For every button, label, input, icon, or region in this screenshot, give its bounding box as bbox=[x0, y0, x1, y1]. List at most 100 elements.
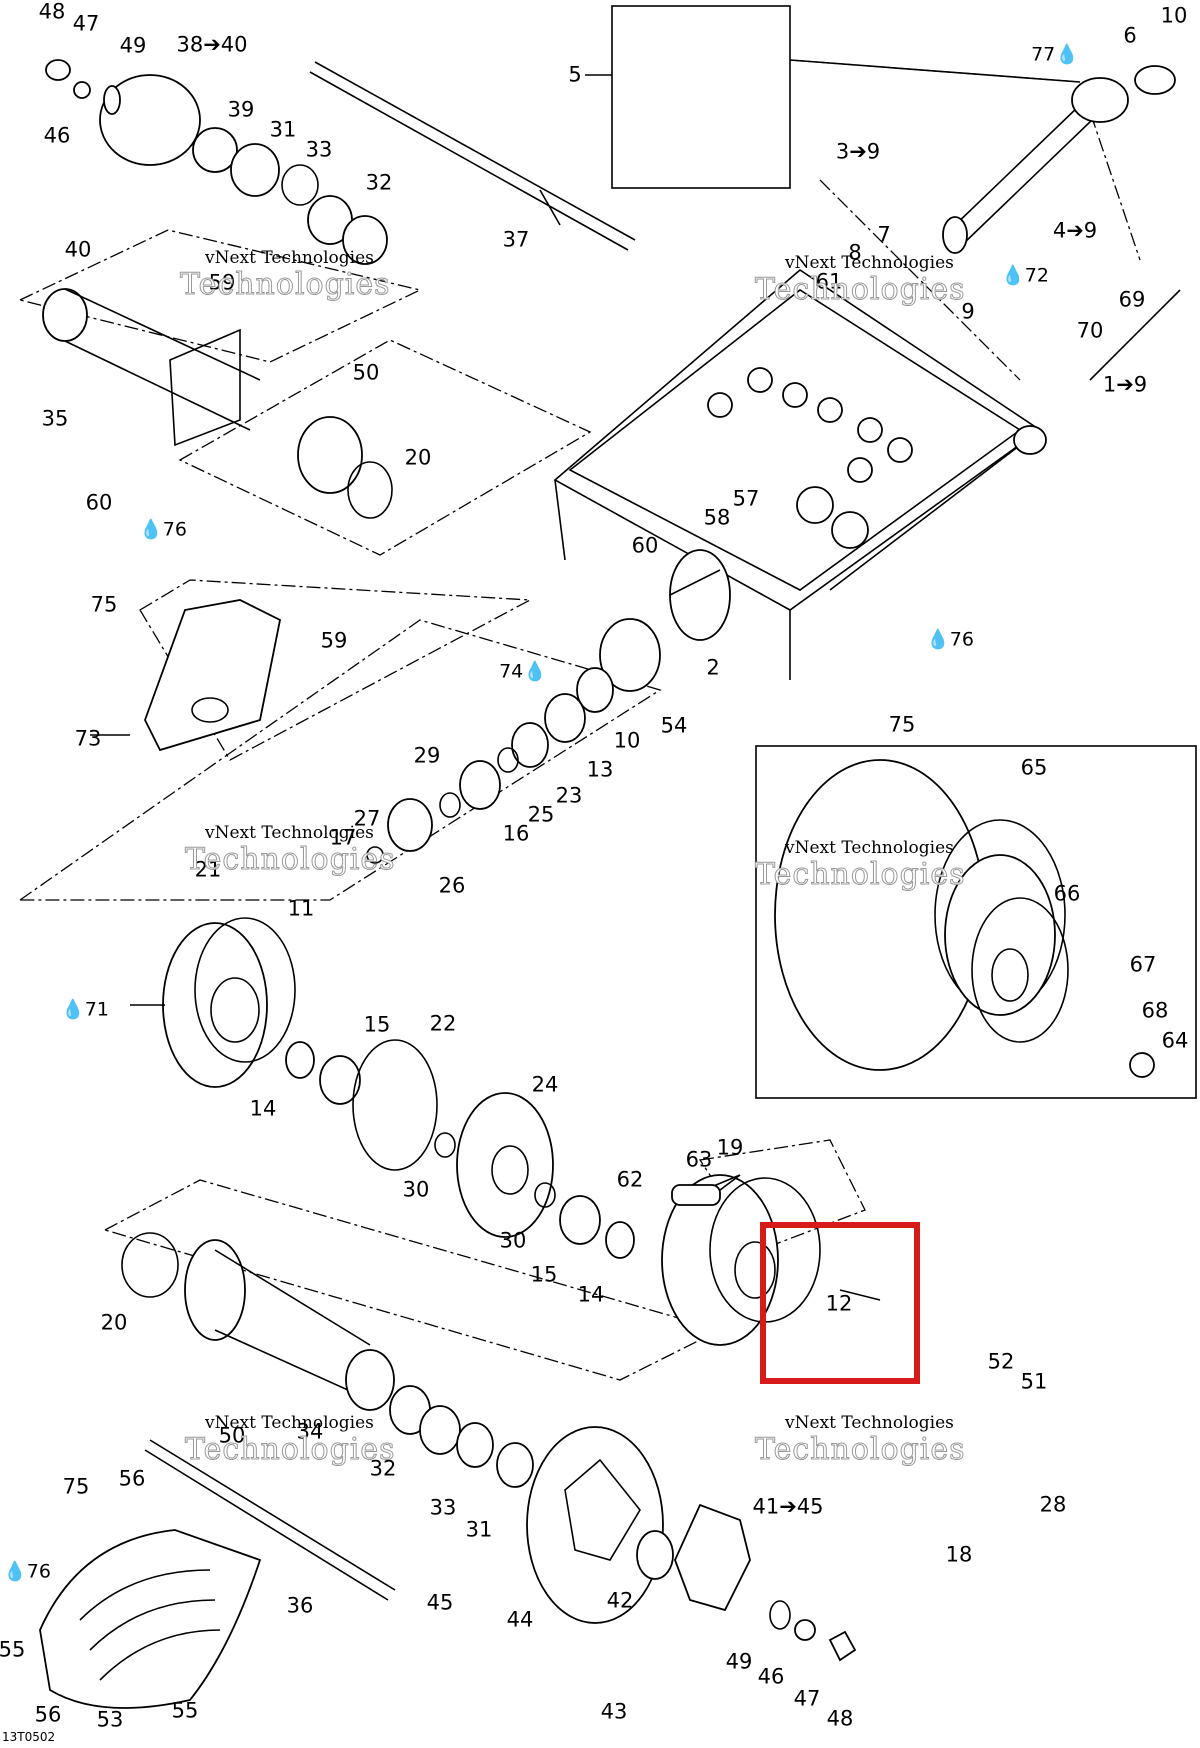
callout-55-b: 55 bbox=[171, 1698, 199, 1723]
callout-61: 61 bbox=[815, 269, 843, 294]
callout-43: 43 bbox=[600, 1699, 628, 1724]
bracket bbox=[144, 599, 282, 752]
hub-housing bbox=[162, 917, 456, 1171]
callout-34: 34 bbox=[296, 1419, 324, 1444]
callout-75-b: 75 bbox=[888, 712, 916, 737]
outline-upper-bearing bbox=[18, 229, 422, 363]
callout-53: 53 bbox=[96, 1707, 124, 1732]
callout-19: 19 bbox=[716, 1135, 744, 1160]
callout-58: 58 bbox=[703, 505, 731, 530]
skid-plate bbox=[39, 1529, 262, 1709]
callout-67: 67 bbox=[1129, 952, 1157, 977]
callout-56-b: 56 bbox=[34, 1702, 62, 1727]
callout-47: 47 bbox=[72, 11, 100, 36]
callout-30: 30 bbox=[402, 1177, 430, 1202]
callout-48: 48 bbox=[38, 0, 66, 24]
callout-68: 68 bbox=[1141, 998, 1169, 1023]
callout-3-9: 3➔9 bbox=[835, 139, 881, 164]
watermark-text-4: vNext Technologies bbox=[785, 838, 954, 858]
callout-20-b: 20 bbox=[100, 1310, 128, 1335]
watermark-text: vNext Technologies bbox=[205, 248, 374, 268]
callout-8: 8 bbox=[848, 240, 862, 265]
callout-60-b: 60 bbox=[631, 533, 659, 558]
callout-51: 51 bbox=[1020, 1369, 1048, 1394]
callout-46-b: 46 bbox=[757, 1664, 785, 1689]
callout-15-b: 15 bbox=[530, 1262, 558, 1287]
callout-32: 32 bbox=[365, 170, 393, 195]
callout-73: 73 bbox=[74, 726, 102, 751]
callout-42: 42 bbox=[606, 1588, 634, 1613]
watermark-logo-5: Technologies bbox=[185, 1432, 396, 1467]
callout-23: 23 bbox=[555, 783, 583, 808]
callout-66: 66 bbox=[1053, 881, 1081, 906]
callout-60: 60 bbox=[85, 490, 113, 515]
callout-46: 46 bbox=[43, 123, 71, 148]
callout-6: 6 bbox=[1123, 23, 1137, 48]
callout-26: 26 bbox=[438, 873, 466, 898]
callout-38-40: 38➔40 bbox=[176, 32, 248, 57]
callout-62: 62 bbox=[616, 1167, 644, 1192]
callout-54: 54 bbox=[660, 713, 688, 738]
brake-disc bbox=[526, 1426, 664, 1624]
callout-17: 17 bbox=[329, 825, 357, 850]
callout-35: 35 bbox=[41, 406, 69, 431]
watermark-logo: Technologies bbox=[180, 267, 391, 302]
outline-upper-flange bbox=[178, 339, 592, 556]
callout-15: 15 bbox=[363, 1012, 391, 1037]
watermark-text-5: vNext Technologies bbox=[205, 1413, 374, 1433]
leader-lines bbox=[90, 59, 1181, 1301]
callout-33: 33 bbox=[305, 137, 333, 162]
callout-77: 77💧 bbox=[1031, 43, 1079, 66]
callout-76-c: 💧76 bbox=[3, 1560, 51, 1583]
callout-52: 52 bbox=[987, 1349, 1015, 1374]
watermark-logo-2: Technologies bbox=[755, 272, 966, 307]
callout-31-b: 31 bbox=[465, 1517, 493, 1542]
callout-48-b: 48 bbox=[826, 1706, 854, 1731]
outline-hub-top bbox=[17, 619, 662, 901]
callout-49: 49 bbox=[119, 33, 147, 58]
watermark-logo-3: Technologies bbox=[185, 842, 396, 877]
callout-44: 44 bbox=[506, 1607, 534, 1632]
watermark-text-3: vNext Technologies bbox=[205, 823, 374, 843]
callout-1-9: 1➔9 bbox=[1102, 372, 1148, 397]
callout-18: 18 bbox=[945, 1542, 973, 1567]
wheel-assembly bbox=[774, 759, 1155, 1078]
callout-37: 37 bbox=[502, 227, 530, 252]
callout-75-c: 75 bbox=[62, 1474, 90, 1499]
outline-bracket bbox=[139, 579, 533, 761]
callout-14: 14 bbox=[249, 1096, 277, 1121]
figure-id: 13T0502 bbox=[2, 1730, 56, 1744]
callout-7: 7 bbox=[877, 222, 891, 247]
highlight-box-part-12 bbox=[760, 1222, 920, 1384]
callout-12: 12 bbox=[825, 1291, 853, 1316]
callout-13: 13 bbox=[586, 757, 614, 782]
upper-left-parts bbox=[45, 59, 388, 265]
lower-axle-tube bbox=[121, 1232, 534, 1488]
callout-39: 39 bbox=[227, 97, 255, 122]
callout-10: 10 bbox=[1160, 3, 1188, 28]
callout-40: 40 bbox=[64, 237, 92, 262]
callout-29: 29 bbox=[413, 743, 441, 768]
callout-28: 28 bbox=[1039, 1492, 1067, 1517]
callout-36: 36 bbox=[286, 1593, 314, 1618]
outline-driveshaft-2 bbox=[819, 179, 1021, 381]
watermark-logo-6: Technologies bbox=[755, 1432, 966, 1467]
callout-56: 56 bbox=[118, 1466, 146, 1491]
callout-4-9: 4➔9 bbox=[1052, 218, 1098, 243]
universal-joint-inset-box bbox=[611, 5, 791, 189]
callout-27: 27 bbox=[353, 806, 381, 831]
callout-75: 75 bbox=[90, 592, 118, 617]
watermark-text-2: vNext Technologies bbox=[785, 253, 954, 273]
callout-55: 55 bbox=[0, 1637, 26, 1662]
callout-70: 70 bbox=[1076, 318, 1104, 343]
callout-47-b: 47 bbox=[793, 1686, 821, 1711]
lower-axle-shaft bbox=[144, 1439, 396, 1601]
disc-plate bbox=[456, 1092, 554, 1238]
swing-arm-frame bbox=[553, 268, 1047, 680]
callout-59: 59 bbox=[208, 270, 236, 295]
callout-64: 64 bbox=[1161, 1028, 1189, 1053]
watermark-text-6: vNext Technologies bbox=[785, 1413, 954, 1433]
callout-76: 💧76 bbox=[139, 518, 187, 541]
